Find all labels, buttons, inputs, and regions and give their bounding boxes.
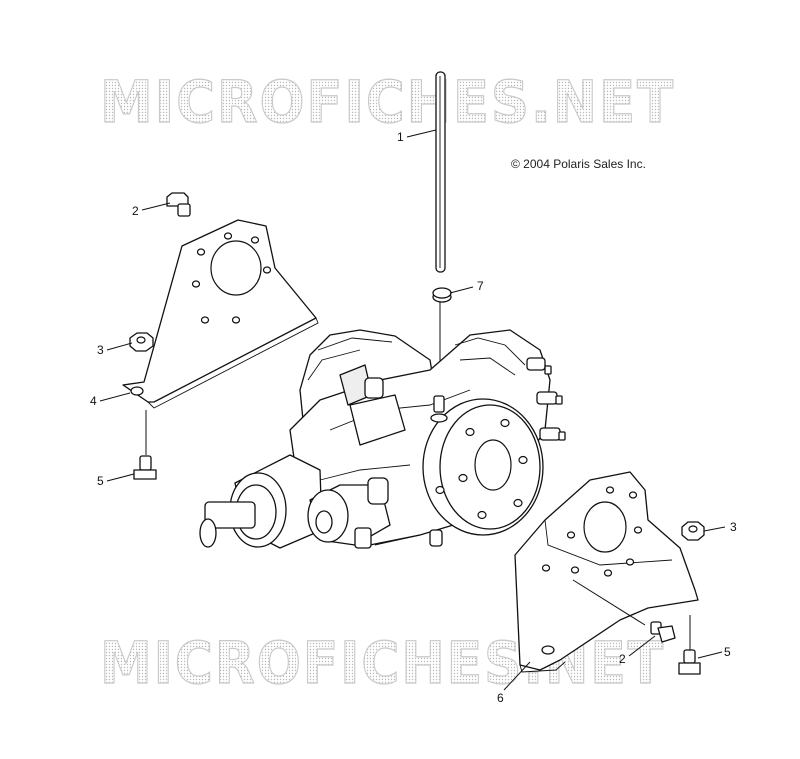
- callout-1: 1: [397, 130, 404, 144]
- part-bolt-left: [133, 410, 157, 480]
- callout-leaders: [99, 129, 726, 691]
- part-bracket-left: [122, 219, 319, 409]
- callout-5-left: 5: [97, 474, 104, 488]
- callout-6: 6: [497, 691, 504, 705]
- callout-2-lower: 2: [619, 652, 626, 666]
- part-bolt-upper-left: [166, 192, 191, 217]
- part-transmission-housing: [199, 329, 566, 549]
- callout-7: 7: [477, 279, 484, 293]
- part-bolt-right: [678, 615, 701, 675]
- callout-3-left: 3: [97, 343, 104, 357]
- part-bolt-lower-right: [650, 621, 676, 643]
- callout-5-right: 5: [724, 645, 731, 659]
- part-collar: [432, 287, 452, 303]
- watermark-top: MICROFICHES.NET: [100, 68, 675, 136]
- copyright-notice: © 2004 Polaris Sales Inc.: [511, 157, 646, 171]
- part-nut-right: [681, 521, 705, 541]
- callout-4: 4: [90, 394, 97, 408]
- part-bracket-right: [514, 471, 699, 673]
- callout-2-upper: 2: [132, 204, 139, 218]
- part-rod: [435, 71, 446, 273]
- callout-3-right: 3: [730, 520, 737, 534]
- part-nut-left: [129, 332, 154, 352]
